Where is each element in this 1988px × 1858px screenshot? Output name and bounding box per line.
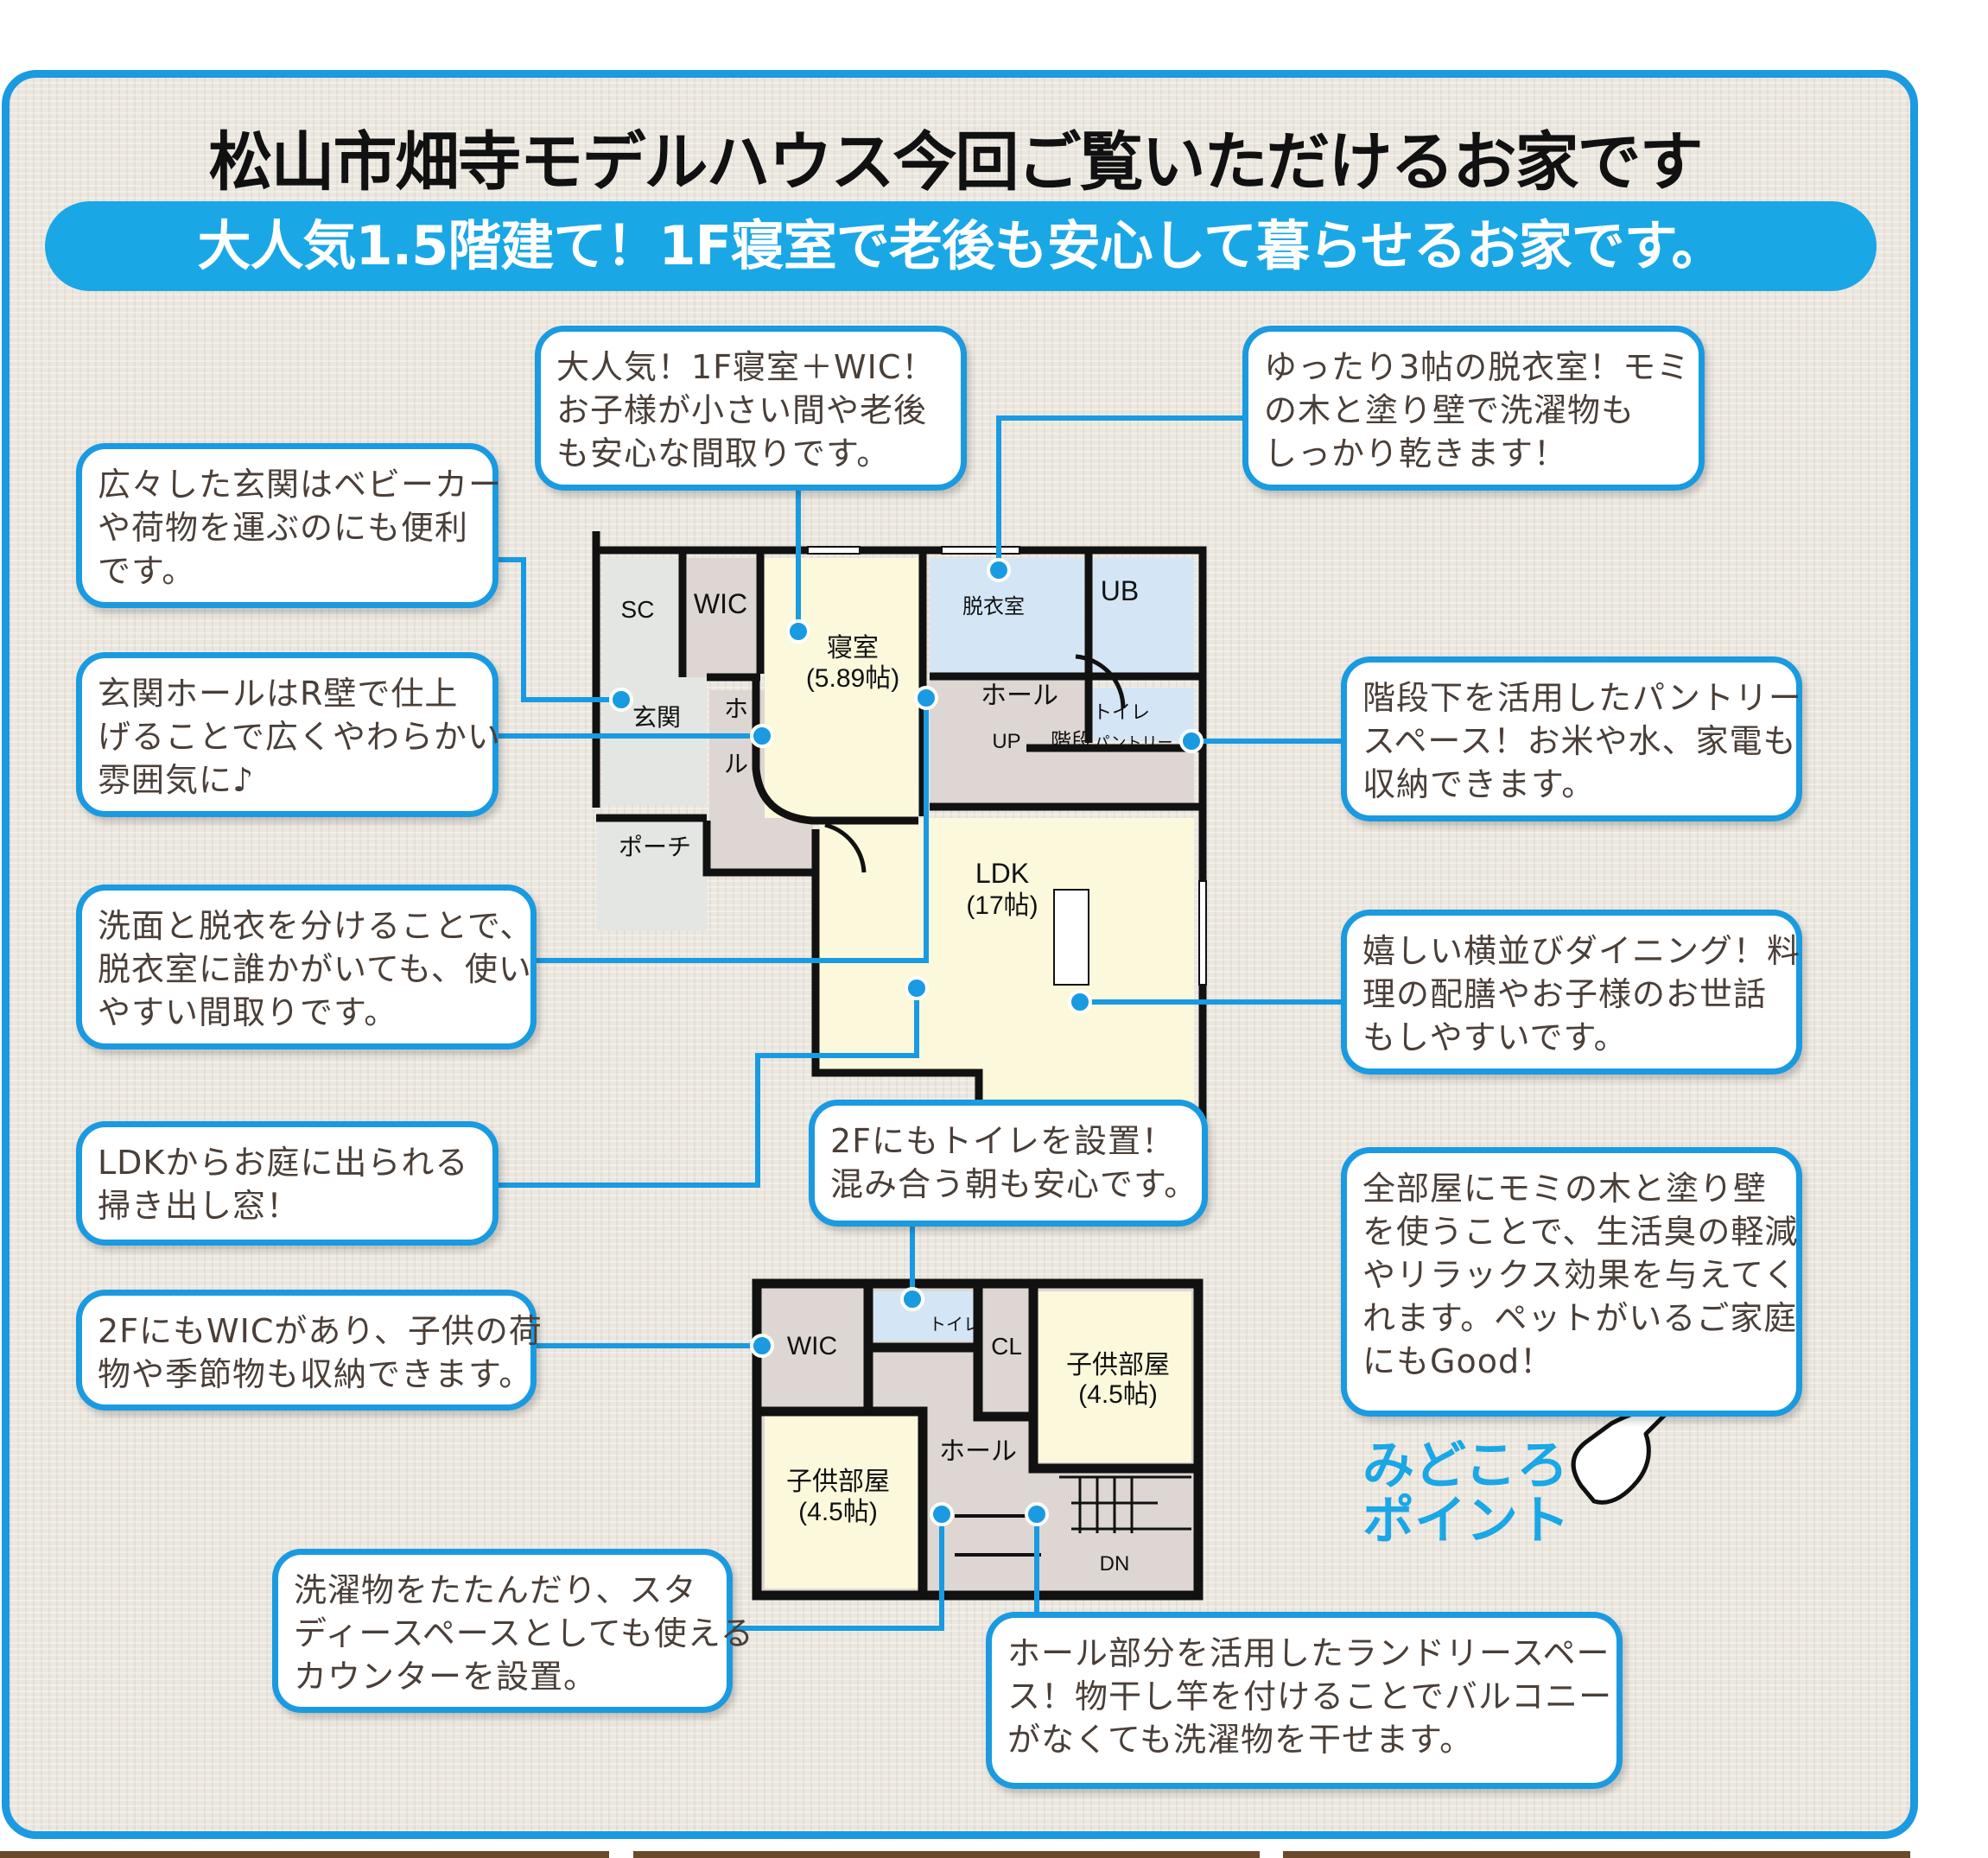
callout-line: 階段下を活用したパントリー: [1362, 679, 1802, 717]
room-stairs: [930, 751, 1194, 807]
highlight-label: みどころ ポイント: [1362, 1438, 1570, 1549]
callout-line: や荷物を運ぶのにも便利: [98, 509, 469, 547]
callout-line: 大人気！1F寝室＋WIC！: [556, 348, 936, 386]
label-cl: CL: [991, 1333, 1022, 1360]
label-ldk: LDK: [975, 858, 1029, 889]
callout-line: 掃き出し窓！: [98, 1187, 301, 1225]
label-sc: SC: [621, 596, 655, 623]
highlight-line-2: ポイント: [1362, 1491, 1570, 1551]
callout-line: 物や季節物も収納できます。: [98, 1355, 533, 1393]
callout-line: ス！物干し竿を付けることでバルコニー: [1007, 1677, 1613, 1715]
callout-line: LDKからお庭に出られる: [98, 1144, 469, 1182]
label-bedroom-size: (5.89帖): [806, 664, 899, 693]
label-toilet-2f: トイレ: [929, 1316, 981, 1335]
label-kids-1-size: (4.5帖): [1078, 1380, 1158, 1409]
label-hall-3: ル: [724, 751, 748, 777]
callout-toilet-2f: 2Fにもトイレを設置！ 混み合う朝も安心です。: [809, 1100, 1208, 1227]
label-kids-1: 子供部屋: [1066, 1351, 1170, 1379]
label-toilet: トイレ: [1093, 701, 1150, 723]
label-pantry: パントリー: [1095, 734, 1173, 751]
callout-line: 2FにもWICがあり、子供の荷: [98, 1312, 543, 1350]
callout-entrance-hall: 玄関ホールはR壁で仕上 げることで広くやわらかい 雰囲気に♪: [76, 652, 501, 817]
callout-bedroom: 大人気！1F寝室＋WIC！ お子様が小さい間や老後 も安心な間取りです。: [535, 326, 967, 491]
label-bedroom: 寝室: [827, 634, 879, 663]
callout-line: スペース！お米や水、家電も: [1362, 722, 1797, 760]
callout-line: の木と塗り壁で洗濯物も: [1264, 391, 1635, 429]
headline-banner: 大人気1.5階建て！1F寝室で老後も安心して暮らせるお家です。: [45, 201, 1877, 291]
callout-all-rooms: 全部屋にモミの木と塗り壁 を使うことで、生活臭の軽減 やリラックス効果を与えてく…: [1341, 1147, 1802, 1417]
room-porch: [597, 818, 707, 930]
callout-dots: [609, 558, 1204, 1526]
callout-line: 混み合う朝も安心です。: [830, 1165, 1198, 1203]
callout-laundry: ホール部分を活用したランドリースペー ス！物干し竿を付けることでバルコニー がな…: [986, 1612, 1623, 1789]
callout-line: しっかり乾きます！: [1264, 434, 1568, 472]
room-bedroom: [765, 558, 918, 818]
callout-line: やリラックス効果を与えてく: [1362, 1256, 1797, 1294]
label-porch: ポーチ: [619, 834, 691, 860]
label-wic-2f: WIC: [787, 1332, 837, 1360]
callout-line: 2Fにもトイレを設置！: [830, 1122, 1176, 1160]
callout-garden-window: LDKからお庭に出られる 掃き出し窓！: [76, 1121, 499, 1246]
bottom-divider: [633, 1851, 1260, 1858]
callout-line: も安心な間取りです。: [556, 434, 891, 472]
label-hall: ホール: [981, 682, 1058, 710]
highlight-line-1: みどころ: [1362, 1436, 1569, 1496]
label-kids-2-size: (4.5帖): [798, 1498, 878, 1526]
room-kids-1: [1038, 1291, 1191, 1462]
callout-line: ディースペースとしても使える: [294, 1614, 754, 1652]
callout-line: です。: [98, 552, 196, 590]
callout-line: 雰囲気に♪: [98, 761, 255, 799]
callout-counter: 洗濯物をたたんだり、スタ ディースペースとしても使える カウンターを設置。: [272, 1549, 754, 1713]
callout-line: カウンターを設置。: [294, 1658, 598, 1696]
floor-plan-1f: SC WIC 玄関 ホ ー ル ポーチ 寝室 (5.89帖) 脱衣室 UB ホー…: [592, 531, 1207, 1183]
callout-line: 脱衣室に誰かがいても、使い: [98, 950, 532, 988]
label-ub: UB: [1101, 575, 1139, 606]
callout-washroom: 洗面と脱衣を分けることで、 脱衣室に誰かがいても、使い やすい間取りです。: [76, 885, 537, 1049]
label-genkan: 玄関: [632, 704, 681, 731]
callout-line: 広々した玄関はベビーカー: [98, 466, 503, 504]
label-ldk-size: (17帖): [966, 891, 1038, 920]
label-up: UP: [992, 730, 1020, 753]
label-wic: WIC: [694, 588, 747, 619]
room-toilet: [1093, 688, 1194, 741]
callout-line: ホール部分を活用したランドリースペー: [1007, 1634, 1610, 1672]
callout-line: 理の配膳やお子様のお世話: [1362, 975, 1768, 1013]
room-kids-2: [765, 1416, 918, 1588]
callout-dressing-room: ゆったり3帖の脱衣室！モミ の木と塗り壁で洗濯物も しっかり乾きます！: [1242, 326, 1705, 491]
label-kids-2: 子供部屋: [786, 1468, 890, 1496]
callout-line: 洗濯物をたたんだり、スタ: [294, 1571, 697, 1609]
callout-line: 洗面と脱衣を分けることで、: [98, 907, 534, 945]
callout-line: 嬉しい横並びダイニング！料: [1362, 932, 1801, 970]
label-hall-2f: ホール: [939, 1437, 1017, 1466]
callout-entrance: 広々した玄関はベビーカー や荷物を運ぶのにも便利 です。: [76, 443, 503, 608]
callout-line: 収納できます。: [1362, 765, 1596, 803]
callout-line: ゆったり3帖の脱衣室！モミ: [1264, 348, 1691, 386]
callout-dining: 嬉しい横並びダイニング！料 理の配膳やお子様のお世話 もしやすいです。: [1341, 910, 1802, 1075]
label-dressing: 脱衣室: [962, 595, 1025, 618]
callout-line: を使うことで、生活臭の軽減: [1362, 1213, 1799, 1251]
callout-line: やすい間取りです。: [98, 993, 398, 1031]
callout-line: れます。ペットがいるご家庭: [1362, 1299, 1798, 1337]
bottom-divider: [0, 1851, 609, 1858]
label-hall-1: ホ: [724, 695, 748, 722]
callout-line: にもGood！: [1362, 1342, 1554, 1380]
callout-line: 全部屋にモミの木と塗り壁: [1362, 1170, 1768, 1208]
room-ldk: [819, 818, 1194, 1175]
callout-line: げることで広くやわらかい: [98, 718, 501, 756]
label-dn: DN: [1100, 1552, 1130, 1576]
callout-line: 玄関ホールはR壁で仕上: [98, 675, 459, 713]
callout-line: もしやすいです。: [1362, 1018, 1628, 1056]
bottom-divider: [1283, 1851, 1910, 1858]
label-stairs: 階段: [1051, 730, 1092, 753]
callout-pantry: 階段下を活用したパントリー スペース！お米や水、家電も 収納できます。: [1341, 656, 1802, 821]
floor-plan-2f: WIC トイレ CL 子供部屋 (4.5帖) 子供部屋 (4.5帖) ホール D…: [752, 1278, 1204, 1601]
page-title: 松山市畑寺モデルハウス今回ご覧いただけるお家です: [208, 125, 1704, 200]
callout-line: がなくても洗濯物を干せます。: [1007, 1721, 1474, 1759]
room-hall: [930, 679, 1084, 751]
room-bath: [1093, 558, 1194, 673]
callout-wic-2f: 2FにもWICがあり、子供の荷 物や季節物も収納できます。: [76, 1290, 543, 1411]
callout-line: お子様が小さい間や老後: [556, 391, 928, 429]
room-wic: [687, 558, 756, 677]
